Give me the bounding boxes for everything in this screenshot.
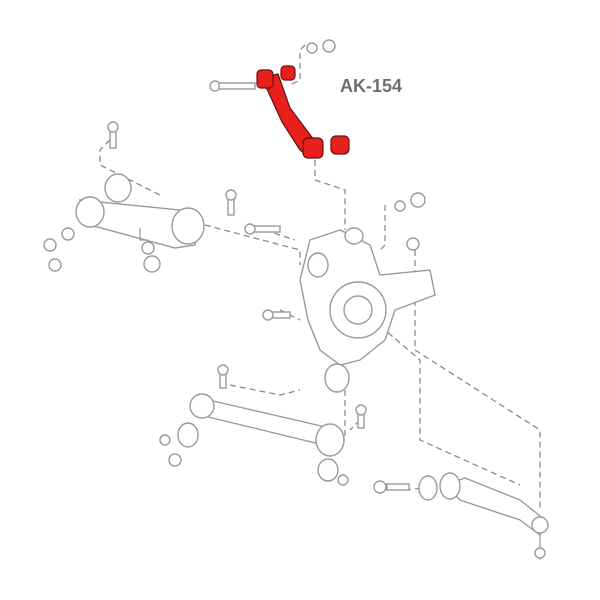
bolt (209, 80, 256, 92)
bushing (280, 65, 296, 81)
trailing-arm (75, 173, 205, 249)
part-number-label: AK-154 (340, 76, 403, 96)
lower-control-arm (373, 472, 549, 560)
lower-lateral-link (159, 364, 367, 486)
bolts-left (43, 121, 281, 273)
upper-control-arm-highlighted (256, 65, 350, 159)
nut (322, 39, 336, 53)
bushing (330, 135, 350, 155)
rear-knuckle (262, 192, 436, 393)
washer (306, 42, 318, 54)
